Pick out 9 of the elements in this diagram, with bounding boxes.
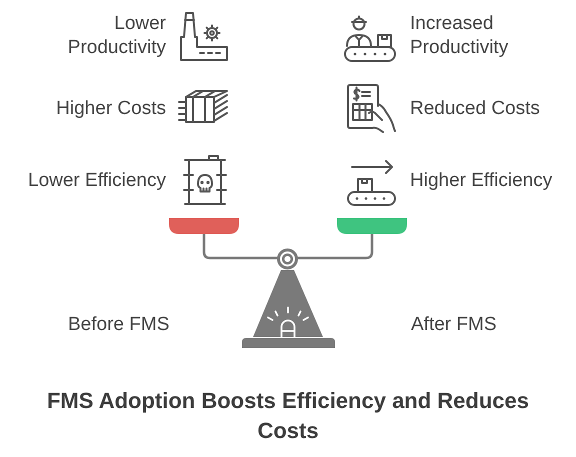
diagram-title: FMS Adoption Boosts Efficiency and Reduces Costs bbox=[46, 387, 530, 445]
outcome-label: Higher Costs bbox=[56, 97, 166, 121]
outcome-label: Increased Productivity bbox=[410, 12, 510, 60]
side-label: After FMS bbox=[411, 313, 497, 337]
side-label: Before FMS bbox=[68, 313, 170, 337]
outcome-label: Lower Productivity bbox=[66, 12, 166, 60]
outcome-label: Higher Efficiency bbox=[410, 169, 552, 193]
outcome-label: Reduced Costs bbox=[410, 97, 540, 121]
outcome-label: Lower Efficiency bbox=[28, 169, 166, 193]
